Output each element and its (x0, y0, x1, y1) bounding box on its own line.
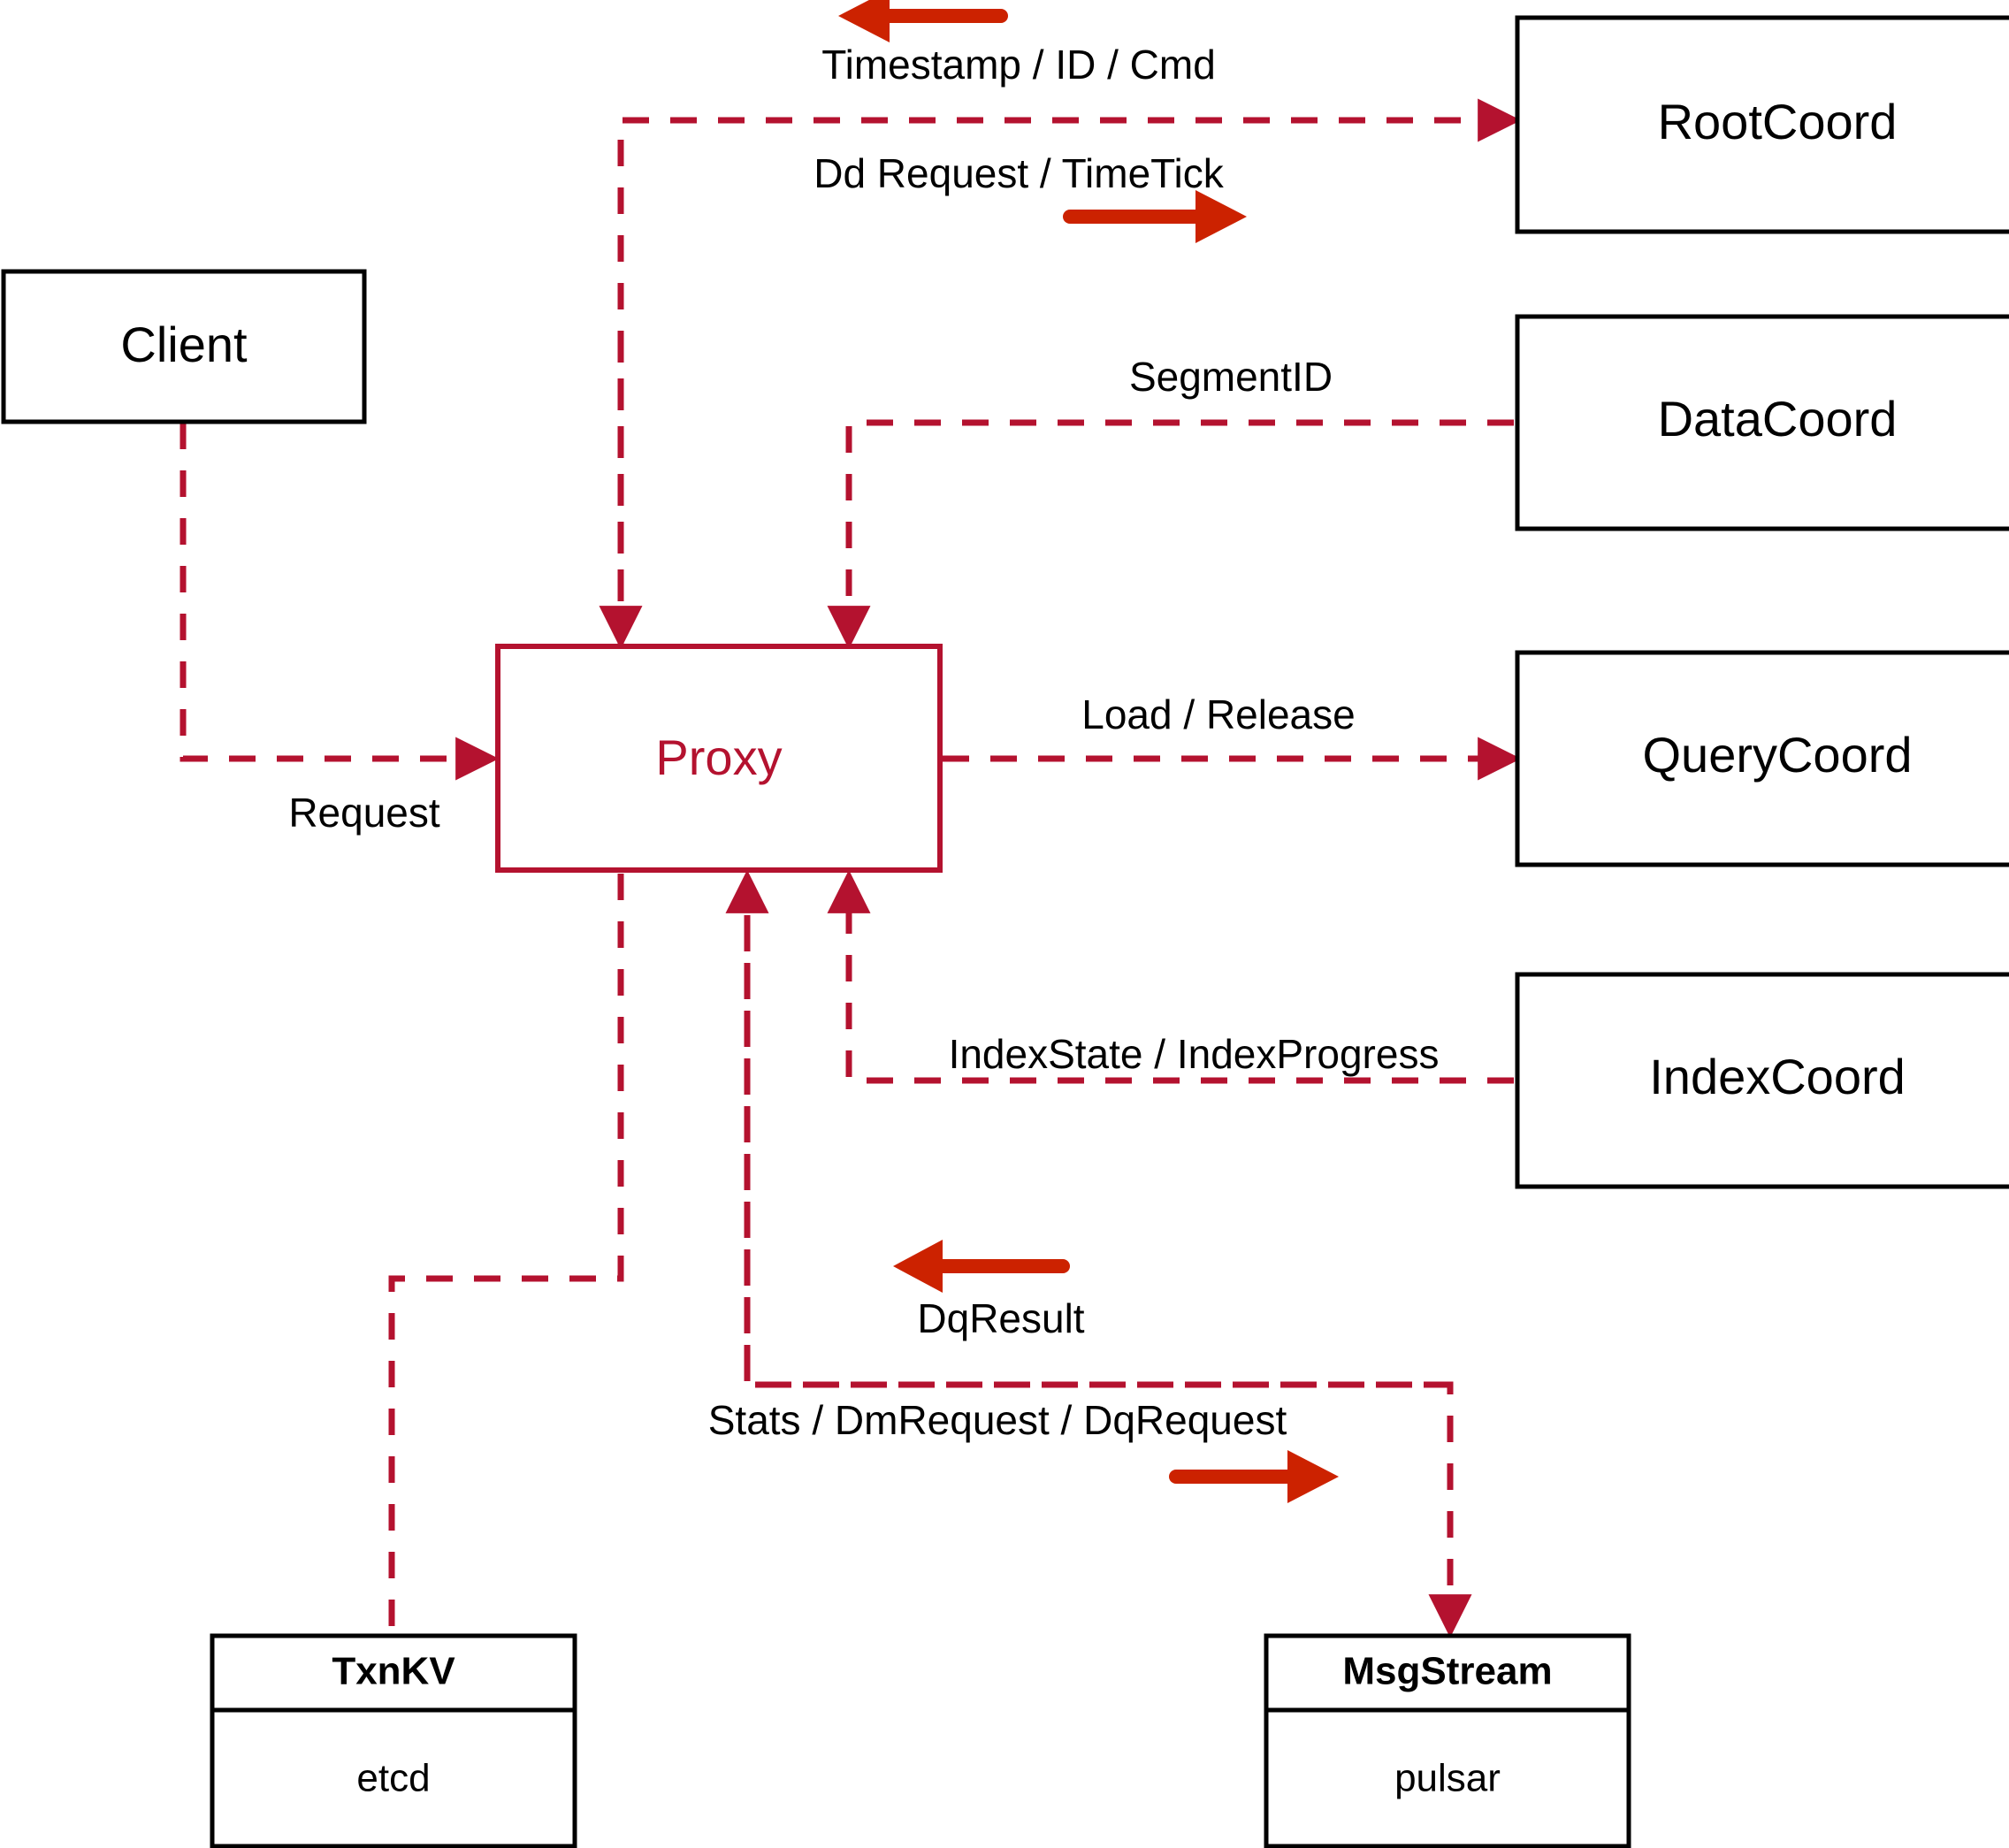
node-indexcoord[interactable]: IndexCoord (1515, 972, 2009, 1189)
node-label-querycoord: QueryCoord (1642, 727, 1912, 783)
edge-label-stats-dmrequest-dqrequest: Stats / DmRequest / DqRequest (708, 1397, 1287, 1443)
node-label-client: Client (120, 317, 248, 372)
node-client[interactable]: Client (1, 269, 367, 424)
node-label-rootcoord: RootCoord (1658, 94, 1898, 149)
edge-label-indexstate-indexprogress: IndexState / IndexProgress (949, 1031, 1440, 1077)
node-txnkv[interactable]: TxnKV etcd (210, 1633, 577, 1848)
edge-label-segmentid: SegmentID (1129, 354, 1333, 400)
node-label-indexcoord: IndexCoord (1649, 1049, 1906, 1104)
direction-arrow-right-dqrequest (1169, 1450, 1339, 1503)
node-proxy[interactable]: Proxy (495, 644, 943, 873)
edge-client-to-proxy: Request (180, 423, 500, 836)
node-label-datacoord: DataCoord (1658, 391, 1898, 447)
edge-label-timestamp-id-cmd: Timestamp / ID / Cmd (821, 42, 1216, 88)
edge-proxy-to-querycoord: Load / Release (943, 691, 1522, 781)
edge-proxy-to-msgstream: Stats / DmRequest / DqRequest (708, 877, 1472, 1638)
node-msgstream[interactable]: MsgStream pulsar (1264, 1633, 1631, 1848)
node-title-msgstream: MsgStream (1342, 1650, 1552, 1693)
node-sub-txnkv-etcd: etcd (356, 1757, 430, 1800)
node-querycoord[interactable]: QueryCoord (1515, 650, 2009, 867)
edge-label-request: Request (288, 790, 440, 836)
direction-arrow-left-timestamp (838, 0, 1008, 42)
edge-proxy-to-txnkv (388, 874, 624, 1634)
edge-rootcoord-to-proxy: Timestamp / ID / Cmd (599, 0, 1216, 650)
direction-arrow-left-dqresult (893, 1240, 1070, 1293)
edge-proxy-to-rootcoord: Dd Request / TimeTick (617, 98, 1522, 644)
node-sub-msgstream-pulsar: pulsar (1394, 1757, 1501, 1800)
edge-label-dqresult: DqResult (917, 1295, 1084, 1341)
edge-indexcoord-to-proxy: IndexState / IndexProgress (827, 869, 1514, 1084)
edge-datacoord-to-proxy: SegmentID (827, 354, 1514, 650)
node-label-proxy: Proxy (655, 729, 782, 785)
direction-arrow-right-timetick (1063, 190, 1247, 243)
node-rootcoord[interactable]: RootCoord (1515, 15, 2009, 234)
edge-label-load-release: Load / Release (1081, 691, 1355, 737)
node-datacoord[interactable]: DataCoord (1515, 314, 2009, 531)
node-title-txnkv: TxnKV (332, 1650, 455, 1693)
edge-label-dd-request-timetick: Dd Request / TimeTick (814, 150, 1225, 196)
edge-msgstream-to-proxy: DqResult (725, 869, 1450, 1388)
